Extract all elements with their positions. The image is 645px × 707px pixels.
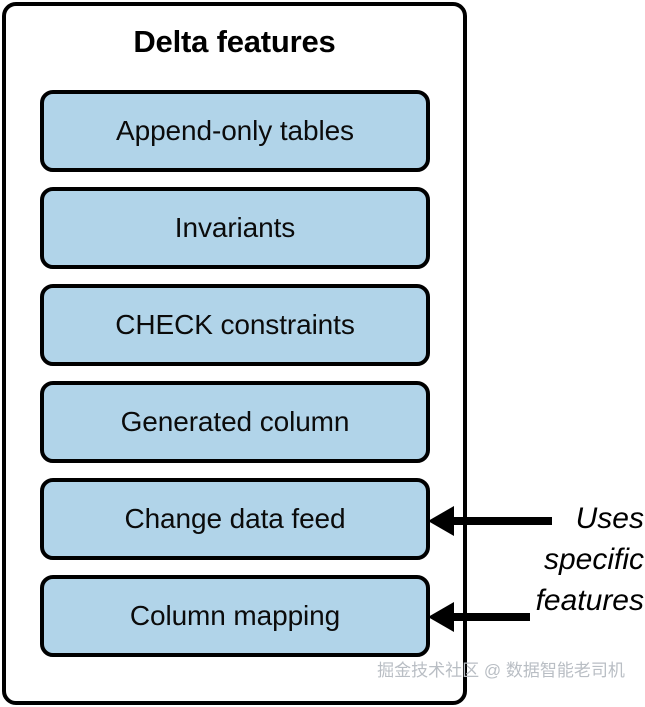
arrow-head xyxy=(428,506,454,536)
feature-label: Invariants xyxy=(174,212,296,243)
callout-line-3: features xyxy=(535,584,644,617)
feature-label: Append-only tables xyxy=(116,115,354,146)
feature-box-invariants[interactable]: Invariants xyxy=(40,187,430,269)
feature-label: CHECK constraints xyxy=(115,309,355,340)
callout-line-1: Uses xyxy=(575,502,644,535)
feature-box-list: Append-only tables Invariants CHECK cons… xyxy=(40,90,430,657)
delta-features-panel: Delta features Append-only tables Invari… xyxy=(2,2,467,705)
callout-line-2: specific xyxy=(543,543,644,576)
feature-box-column-mapping[interactable]: Column mapping xyxy=(40,575,430,657)
arrow-shaft xyxy=(454,517,552,525)
arrow-head xyxy=(428,602,454,632)
arrow-left-icon-column-mapping xyxy=(428,602,530,632)
callout-annotation: Uses specific features xyxy=(498,498,644,621)
feature-label: Column mapping xyxy=(129,600,341,631)
feature-label: Generated column xyxy=(120,406,350,437)
feature-box-append-only-tables[interactable]: Append-only tables xyxy=(40,90,430,172)
feature-label: Change data feed xyxy=(124,503,346,534)
feature-box-check-constraints[interactable]: CHECK constraints xyxy=(40,284,430,366)
watermark-text: 掘金技术社区 @ 数据智能老司机 xyxy=(377,661,625,680)
arrow-left-icon-change-data-feed xyxy=(428,506,552,536)
feature-box-generated-column[interactable]: Generated column xyxy=(40,381,430,463)
feature-box-change-data-feed[interactable]: Change data feed xyxy=(40,478,430,560)
panel-title: Delta features xyxy=(133,24,336,59)
arrow-shaft xyxy=(454,613,530,621)
